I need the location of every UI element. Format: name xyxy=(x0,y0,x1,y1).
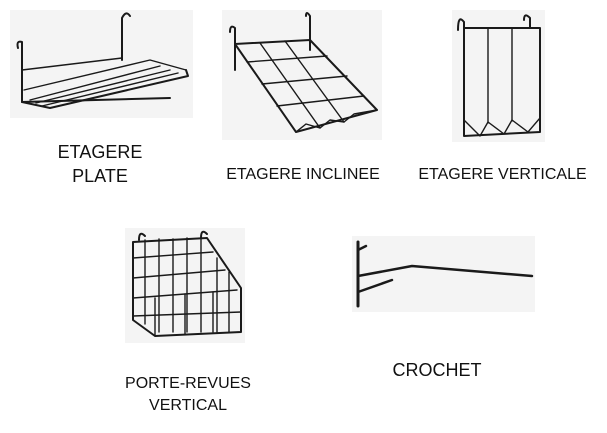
label-line: ETAGERE INCLINEE xyxy=(226,166,380,183)
etagere-inclinee-image xyxy=(222,10,382,140)
porte-revues-vertical-label: PORTE-REVUES VERTICAL xyxy=(108,373,268,416)
porte-revues-vertical-image xyxy=(125,228,245,343)
label-line: PLATE xyxy=(72,166,128,187)
etagere-plate-image xyxy=(10,10,193,118)
label-line: VERTICAL xyxy=(149,396,227,414)
etagere-inclinee-label: ETAGERE INCLINEE xyxy=(212,164,394,186)
label-line: ETAGERE xyxy=(57,142,143,162)
crochet-label: CROCHET xyxy=(372,358,502,382)
etagere-plate-label: ETAGERE PLATE xyxy=(40,140,160,189)
etagere-verticale-image xyxy=(452,10,545,142)
crochet-image xyxy=(352,236,535,312)
etagere-verticale-label: ETAGERE VERTICALE xyxy=(410,164,595,186)
label-line: ETAGERE VERTICALE xyxy=(418,166,587,183)
label-line: CROCHET xyxy=(392,360,482,380)
label-line: PORTE-REVUES xyxy=(125,375,251,392)
